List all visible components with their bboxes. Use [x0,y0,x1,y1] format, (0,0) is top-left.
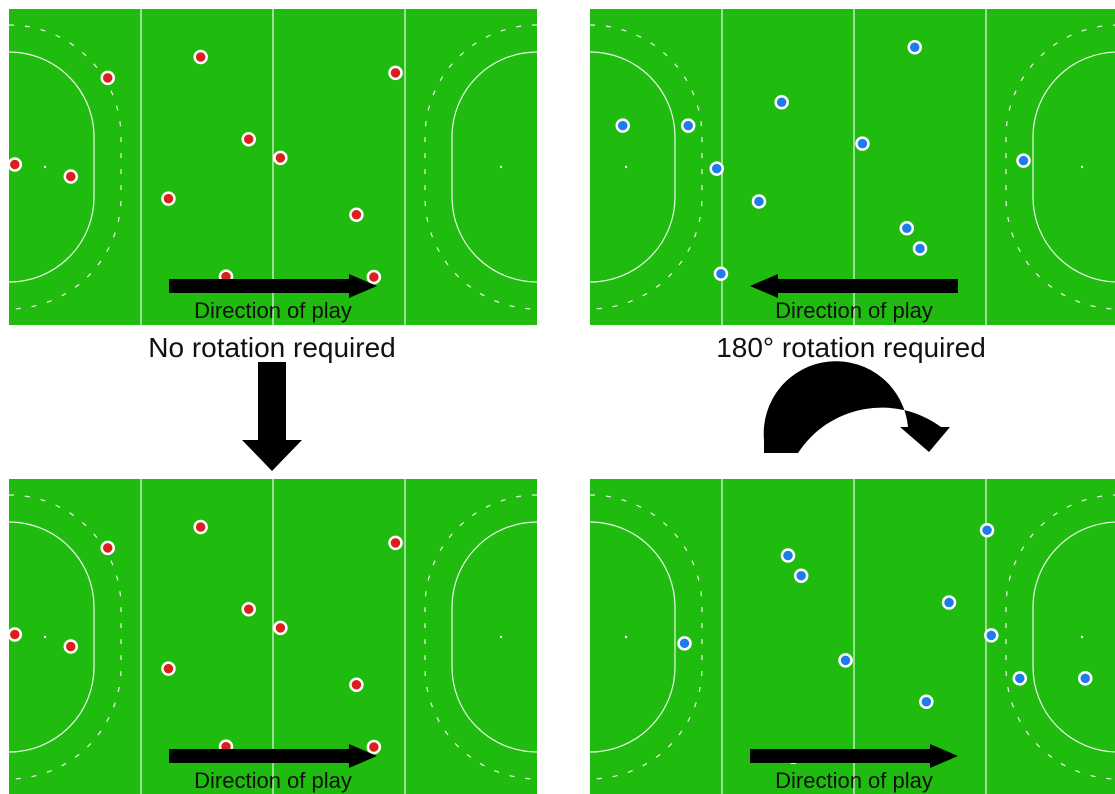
caption-no-rotation: No rotation required [148,332,395,363]
blue-player-marker [615,118,630,133]
pitch-surface [590,479,1115,794]
direction-arrow-left-icon [750,274,958,298]
direction-of-play-label: Direction of play [194,298,352,323]
pitch-markings [9,9,537,325]
red-player-marker [273,150,288,166]
red-player-marker [161,661,176,676]
shooting-circle-left [590,51,676,283]
players-group [9,49,403,285]
penalty-spot-left [624,635,628,639]
penalty-spot-right [499,165,503,169]
direction-of-play-label: Direction of play [194,768,352,793]
blue-player-marker [899,221,915,236]
red-player-marker [388,65,403,81]
dashed-circle-right [424,494,537,780]
red-player-marker [349,207,364,222]
red-player-marker [366,269,382,285]
shooting-circle-left [9,521,95,753]
red-player-marker [241,601,256,617]
pitch-panel-top-left: Direction of play [9,9,537,325]
blue-player-marker [793,568,809,583]
direction-of-play-label: Direction of play [775,298,933,323]
dashed-circle-left [590,494,703,780]
direction-of-play-label: Direction of play [775,768,933,793]
red-player-marker [100,70,115,86]
red-player-marker [349,677,364,692]
blue-player-marker [774,94,789,110]
blue-player-marker [1012,671,1028,686]
red-player-marker [388,535,403,551]
shooting-circle-left [9,51,95,283]
shooting-circle-left [590,521,676,753]
dashed-circle-right [1005,24,1115,310]
direction-arrow-right-icon [169,274,377,298]
red-player-marker [100,540,115,556]
penalty-spot-right [1080,635,1084,639]
pitch-panel-bottom-left: Direction of play [9,479,537,794]
shooting-circle-right [451,51,537,283]
dashed-circle-left [9,24,122,310]
blue-player-marker [979,522,995,538]
blue-player-marker [941,595,957,610]
players-group [615,39,1031,282]
blue-player-marker [855,136,870,151]
blue-player-marker [984,628,999,643]
penalty-spot-left [43,635,47,639]
blue-player-marker [677,636,692,651]
penalty-spot-right [499,635,503,639]
blue-player-marker [1016,153,1031,168]
red-player-marker [193,49,208,65]
blue-player-marker [907,39,922,55]
players-group [9,519,403,755]
pitch-markings [9,479,537,794]
pitch-panel-bottom-right: Direction of play [590,479,1115,794]
blue-player-marker [838,653,853,668]
penalty-spot-left [43,165,47,169]
shooting-circle-right [451,521,537,753]
dashed-circle-left [9,494,122,780]
caption-180-rotation: 180° rotation required [716,332,986,363]
blue-player-marker [919,694,934,710]
red-player-marker [161,191,176,206]
dashed-circle-left [590,24,703,310]
blue-player-marker [709,161,724,176]
red-player-marker [366,739,382,755]
pitch-surface [590,9,1115,325]
red-player-marker [63,639,79,654]
red-player-marker [9,627,23,642]
penalty-spot-right [1080,165,1084,169]
red-player-marker [63,169,79,184]
dashed-circle-right [1005,494,1115,780]
dashed-circle-right [424,24,537,310]
red-player-marker [273,620,288,636]
red-player-marker [9,157,23,172]
blue-player-marker [780,548,796,563]
blue-player-marker [713,266,729,282]
down-arrow-icon [242,362,302,471]
blue-player-marker [680,118,696,133]
direction-arrow-right-icon [169,744,377,768]
penalty-spot-left [624,165,628,169]
clockwise-rotation-arrow-icon [763,361,950,453]
blue-player-marker [912,241,928,256]
shooting-circle-right [1032,51,1115,283]
red-player-marker [193,519,208,535]
red-player-marker [241,131,256,147]
shooting-circle-right [1032,521,1115,753]
blue-player-marker [751,194,767,209]
blue-player-marker [1078,671,1093,686]
pitch-panel-top-right: Direction of play [590,9,1115,325]
direction-arrow-right-icon [750,744,958,768]
